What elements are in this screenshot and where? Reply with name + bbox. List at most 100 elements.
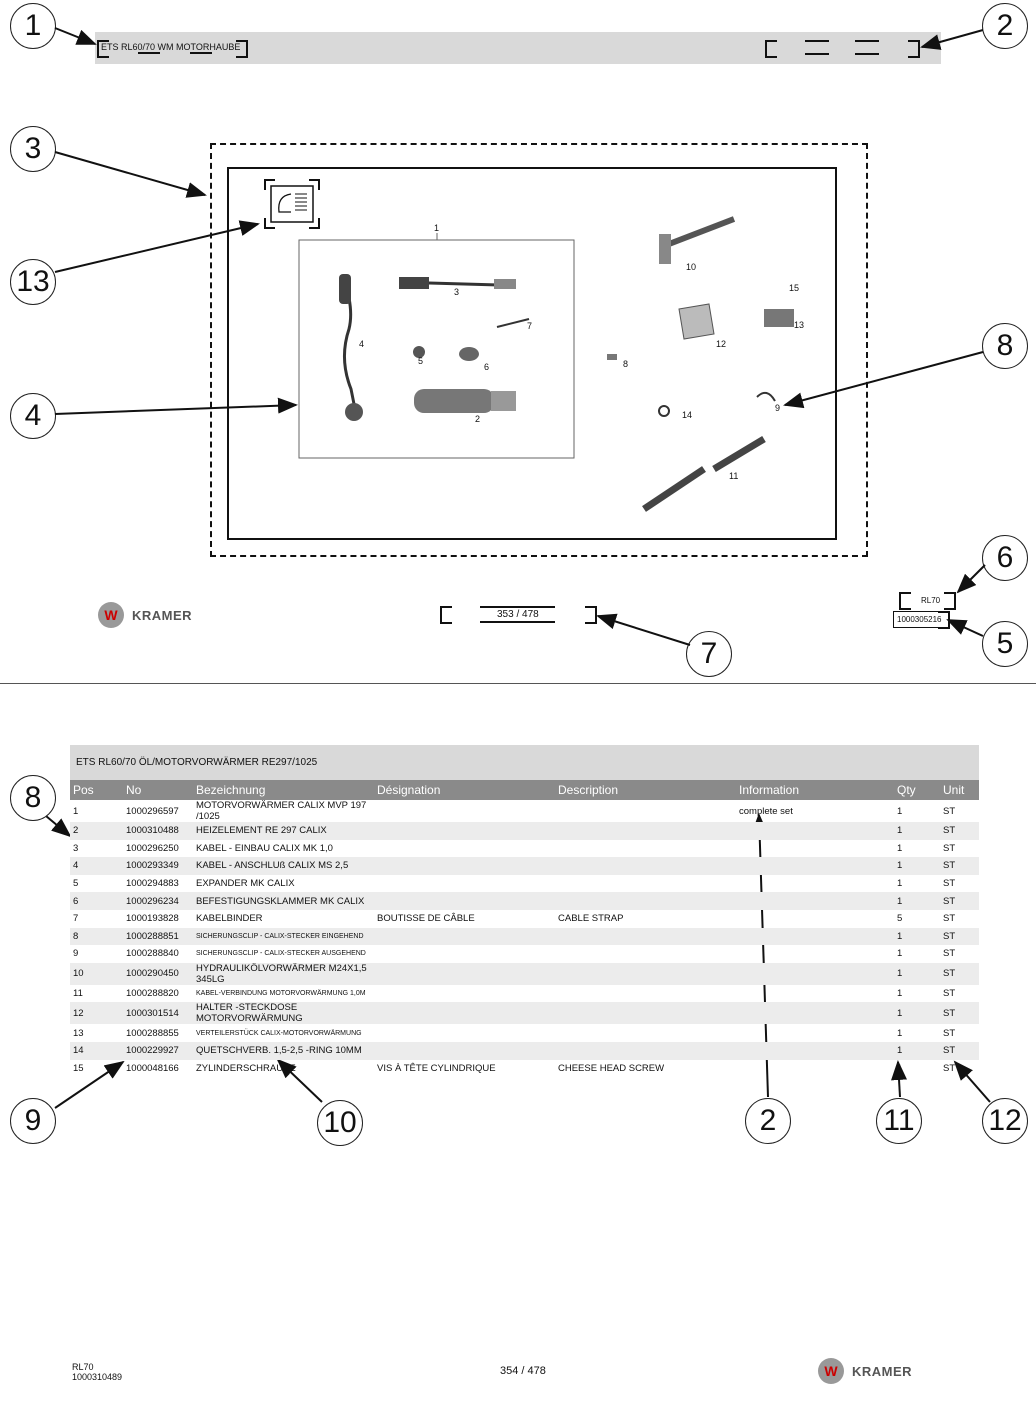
table-cell: HYDRAULIKÖLVORWÄRMER M24X1,5 345LG [193, 962, 374, 985]
table-cell [374, 840, 555, 858]
callout-11: 11 [876, 1098, 922, 1144]
table-cell [374, 962, 555, 985]
table-cell [555, 945, 736, 963]
callout-6: 6 [982, 535, 1028, 581]
table-cell: ST [940, 822, 979, 840]
table-cell [736, 857, 894, 875]
footer-page-counter: 354 / 478 [500, 1365, 546, 1377]
table-cell: KABEL - ANSCHLUß CALIX MS 2,5 [193, 857, 374, 875]
table-cell: MOTORVORWÄRMER CALIX MVP 197 /1025 [196, 800, 367, 822]
page-bracket-right [585, 606, 597, 624]
table-cell [555, 800, 736, 822]
table-cell [555, 857, 736, 875]
table-cell: KABEL - EINBAU CALIX MK 1,0 [196, 842, 333, 854]
table-cell: 1000293349 [123, 857, 193, 875]
table-cell: 1 [897, 948, 903, 960]
diagram-label-15: 15 [789, 283, 800, 293]
document-symbol-icon [263, 178, 321, 230]
diagram-area-outline [210, 143, 868, 557]
table-cell: 5 [897, 913, 903, 925]
table-cell: 1 [897, 1027, 903, 1039]
table-cell: 3 [73, 842, 79, 854]
field-dash [805, 53, 829, 55]
table-cell: VERTEILERSTÜCK CALIX-MOTORVORWÄRMUNG [196, 1029, 362, 1037]
table-cell: 1000294883 [126, 878, 179, 890]
table-cell: BOUTISSE DE CÂBLE [377, 913, 475, 925]
table-cell [374, 985, 555, 1003]
table-cell: 9 [73, 948, 79, 960]
footer-doc-number: 1000310489 [72, 1372, 123, 1382]
diagram-label-9: 9 [775, 403, 781, 413]
model-label: RL70 [921, 596, 941, 605]
diagram-label-11: 11 [729, 471, 739, 481]
diagram-label-4: 4 [359, 339, 365, 349]
table-cell: QUETSCHVERB. 1,5-2,5 -RING 10MM [193, 1041, 374, 1060]
table-cell: ST [943, 842, 956, 854]
table-cell [374, 892, 555, 910]
table-cell: EXPANDER MK CALIX [196, 878, 295, 890]
diagram-label-10: 10 [686, 262, 697, 272]
table-cell: SICHERUNGSCLIP - CALIX-STECKER EINGEHEND [193, 927, 374, 946]
table-cell: 14 [70, 1041, 123, 1060]
footer-kramer-wordmark: KRAMER [852, 1363, 913, 1379]
table-cell [736, 910, 894, 928]
diagram-label-13: 13 [794, 320, 805, 330]
callout-1: 1 [10, 3, 56, 49]
field-dash [855, 40, 879, 42]
table-cell: 11 [73, 988, 83, 1000]
page-dash [480, 606, 555, 608]
title-dash [138, 52, 160, 54]
footer-kramer-logo-icon: W [818, 1358, 844, 1384]
table-cell [736, 1060, 894, 1078]
table-cell [555, 927, 736, 946]
table-cell: ST [943, 805, 956, 817]
table-cell: 4 [70, 857, 123, 875]
table-cell [374, 875, 555, 893]
diagram-label-12: 12 [716, 339, 727, 349]
table-cell: BEFESTIGUNGSKLAMMER MK CALIX [193, 892, 374, 910]
title-bracket-left [97, 40, 109, 58]
table-cell: complete set [739, 805, 793, 817]
footer-model: RL70 [72, 1362, 94, 1372]
callout-8-table: 8 [10, 775, 56, 821]
callout-4: 4 [10, 393, 56, 439]
callout-3: 3 [10, 126, 56, 172]
column-header: Description [555, 780, 736, 800]
diagram-label-8: 8 [623, 359, 629, 369]
table-cell: 1 [897, 842, 903, 854]
table-cell: 1 [897, 1062, 903, 1074]
table-cell [736, 1041, 894, 1060]
model-bracket-left [899, 592, 911, 610]
table-cell: 1 [894, 1041, 940, 1060]
table-cell: VIS À TÊTE CYLINDRIQUE [377, 1062, 496, 1074]
page-counter: 353 / 478 [497, 609, 539, 620]
table-cell [374, 822, 555, 840]
table-cell: ST [940, 1041, 979, 1060]
table-cell [374, 945, 555, 963]
table-cell: 2 [70, 822, 123, 840]
table-cell [736, 822, 894, 840]
table-cell [736, 875, 894, 893]
table-cell: 1000193828 [126, 913, 179, 925]
callout-7: 7 [686, 631, 732, 677]
diagram-label-7: 7 [527, 321, 533, 331]
table-cell: CABLE STRAP [558, 913, 624, 925]
table-cell [555, 1002, 736, 1025]
table-cell: HALTER -STECKDOSE MOTORVORWÄRMUNG [193, 1002, 374, 1025]
table-cell: 1000288851 [123, 927, 193, 946]
field-dash [855, 53, 879, 55]
table-cell: ST [940, 927, 979, 946]
table-cell: HEIZELEMENT RE 297 CALIX [193, 822, 374, 840]
model-bracket-right [944, 592, 956, 610]
table-cell [555, 892, 736, 910]
page-dash [480, 621, 555, 623]
